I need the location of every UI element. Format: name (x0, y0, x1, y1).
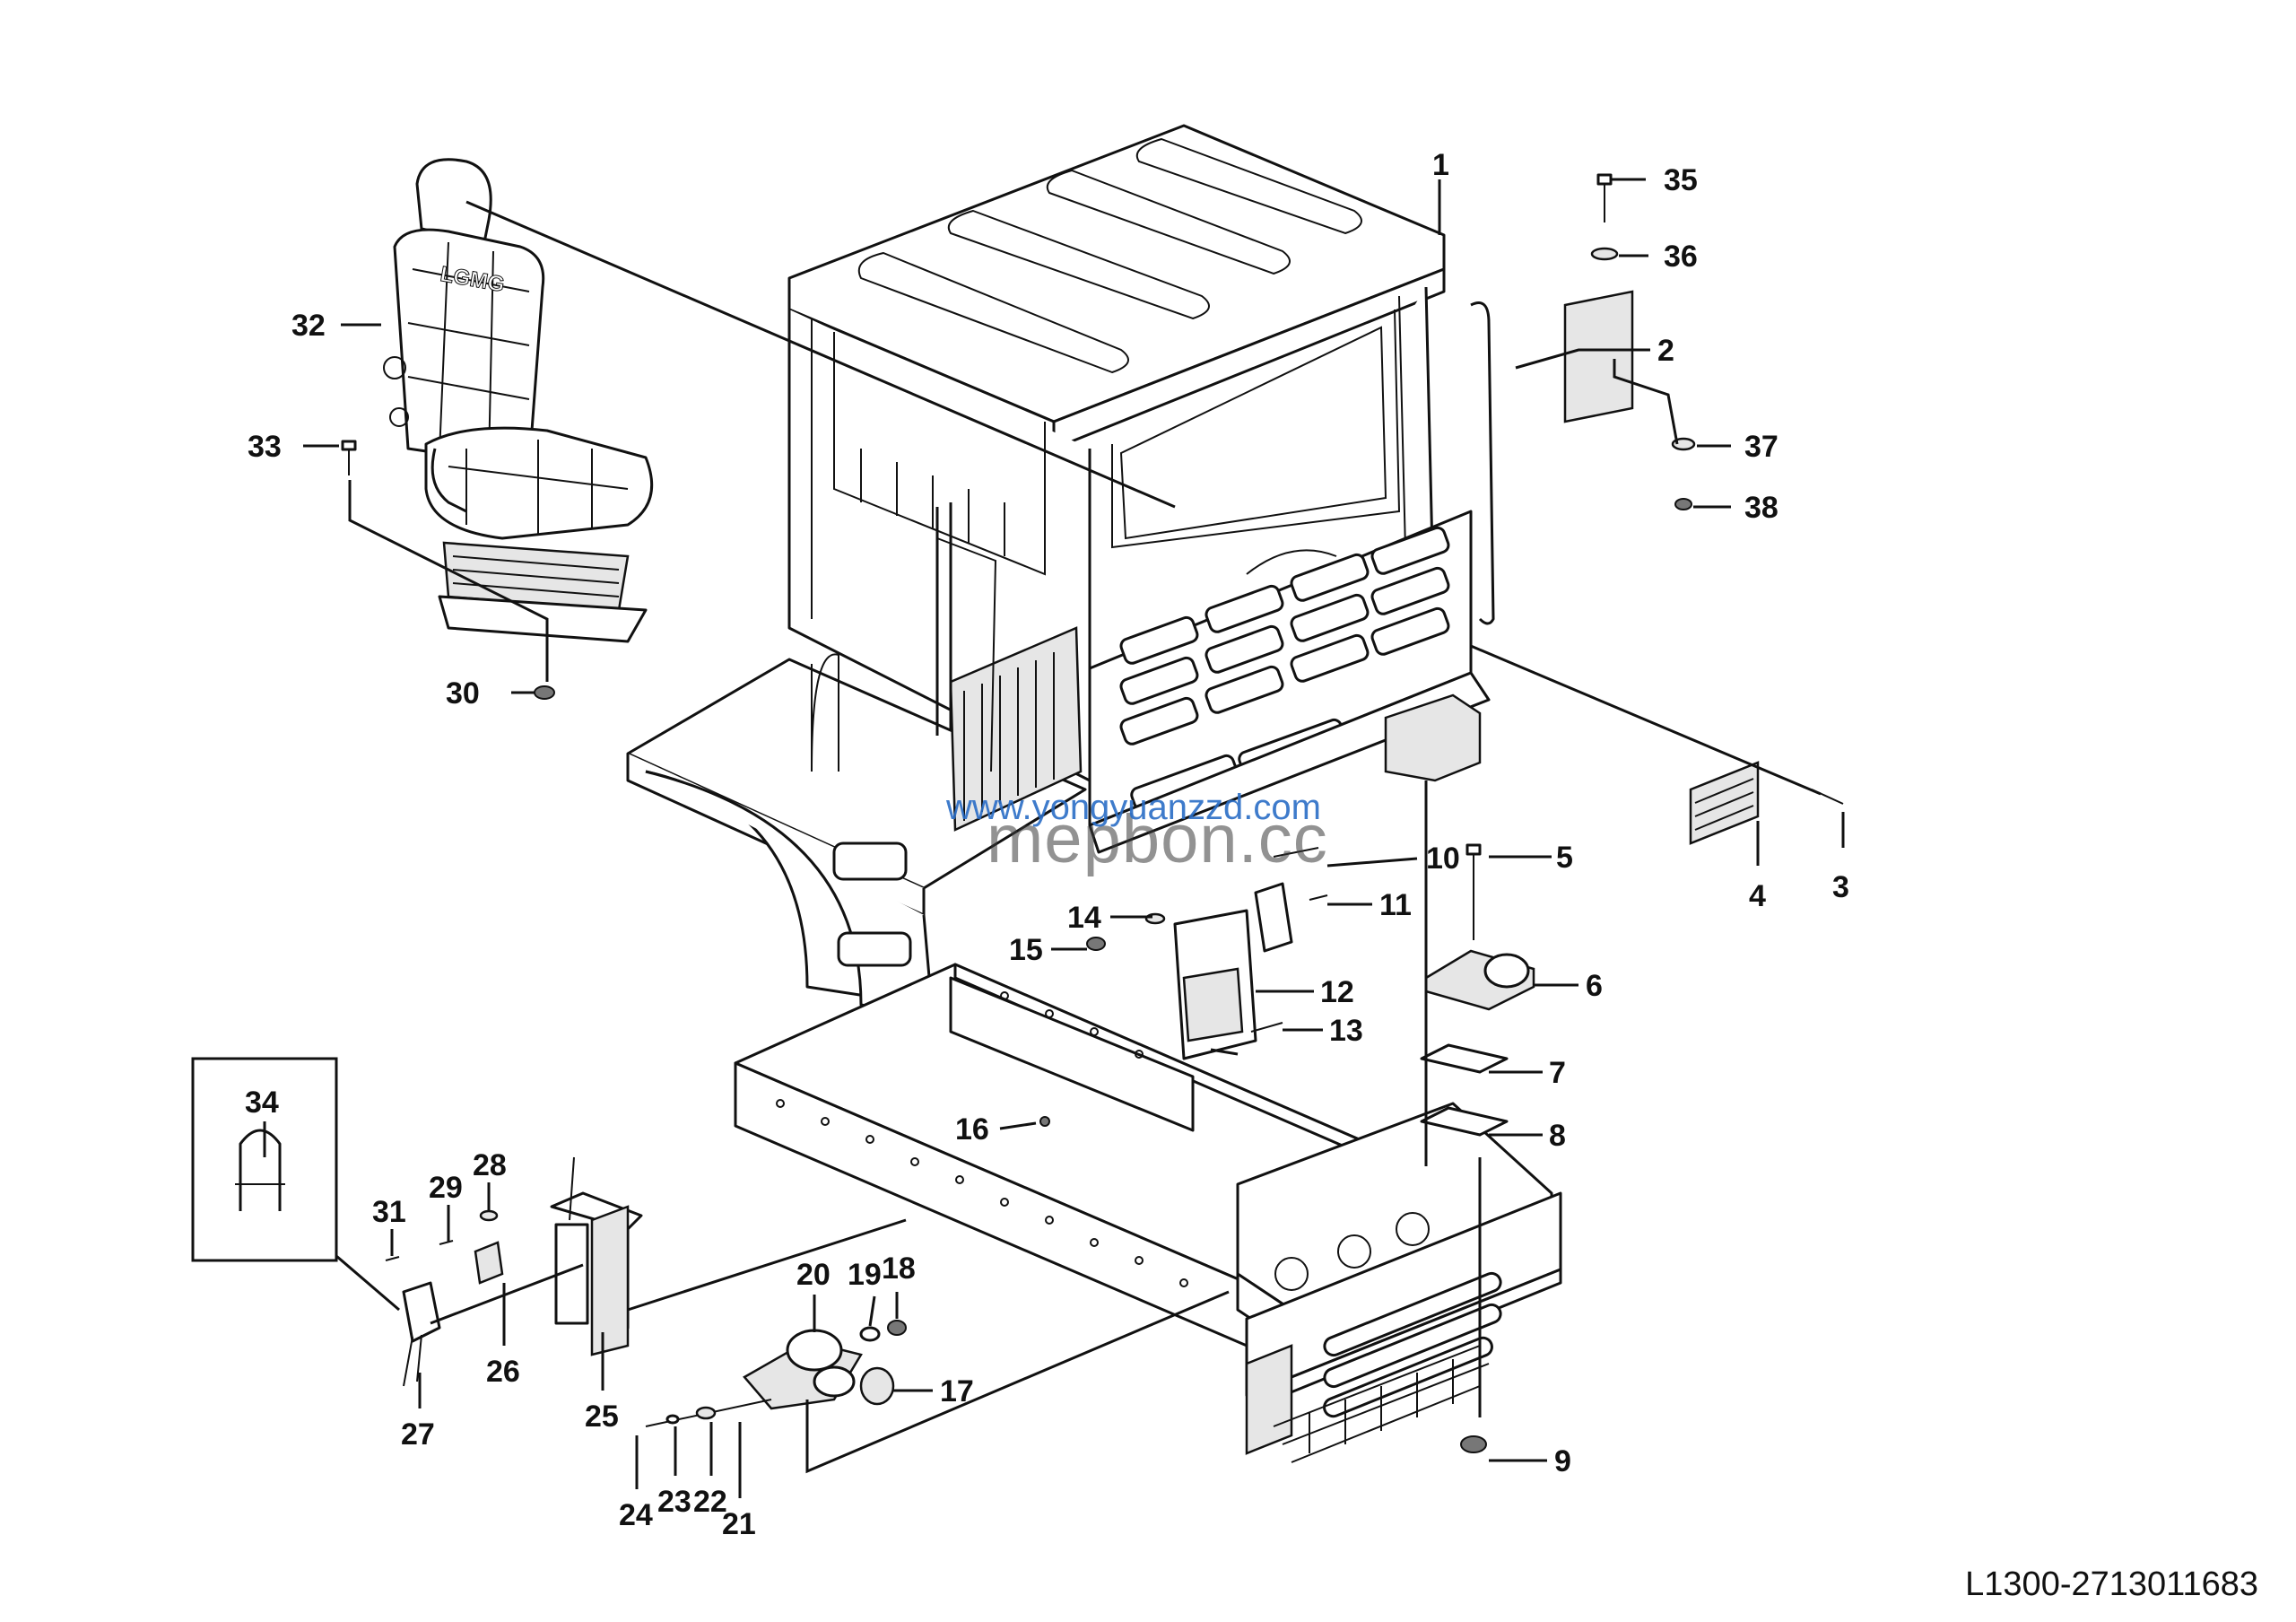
leader-lines (263, 178, 1845, 1498)
part-label-8: 8 (1549, 1119, 1566, 1153)
parts-10-15-hinge (1086, 847, 1328, 1060)
part-label-19: 19 (848, 1258, 882, 1292)
parts-17-24-hinge (645, 1320, 907, 1427)
part-label-17: 17 (940, 1374, 974, 1408)
part-label-6: 6 (1586, 969, 1603, 1003)
drawing-code: L1300-2713011683 (1965, 1565, 2258, 1603)
part-label-14: 14 (1067, 901, 1101, 935)
part-label-18: 18 (882, 1251, 916, 1286)
part-label-23: 23 (657, 1485, 691, 1519)
part-16-pin (1039, 1116, 1050, 1127)
part-label-37: 37 (1744, 430, 1779, 464)
part-label-9: 9 (1554, 1444, 1571, 1478)
operator-seat: LGMG (383, 158, 654, 643)
part-label-5: 5 (1556, 841, 1573, 875)
part-label-7: 7 (1549, 1056, 1566, 1090)
part-label-27: 27 (401, 1417, 435, 1452)
part-label-38: 38 (1744, 491, 1779, 525)
part-label-25: 25 (585, 1400, 619, 1434)
part-30-nut (534, 685, 555, 700)
part-label-2: 2 (1657, 334, 1674, 368)
part-label-36: 36 (1664, 240, 1698, 274)
part-34-inset (191, 1057, 338, 1262)
part-label-29: 29 (429, 1171, 463, 1205)
part-label-4: 4 (1749, 879, 1766, 913)
part-label-21: 21 (722, 1507, 756, 1541)
part-label-16: 16 (955, 1112, 989, 1147)
part-2-plate (1563, 290, 1634, 423)
part-label-24: 24 (619, 1498, 653, 1532)
part-label-31: 31 (372, 1195, 406, 1229)
part-label-1: 1 (1432, 148, 1449, 182)
part-label-28: 28 (473, 1148, 507, 1182)
part-label-32: 32 (291, 309, 326, 343)
part-label-10: 10 (1426, 842, 1460, 876)
part-label-26: 26 (486, 1355, 520, 1389)
fasteners-35-38 (1590, 173, 1696, 510)
part-label-30: 30 (446, 676, 480, 711)
part-label-12: 12 (1320, 975, 1354, 1009)
watermark-overlay: mepbon.cc (987, 801, 1328, 877)
parts-25-31 (385, 1156, 643, 1387)
part-33-bolt (341, 440, 357, 475)
part-labels: 1 2 3 4 5 6 7 8 9 10 11 12 13 14 15 16 1… (245, 148, 1849, 1541)
part-label-15: 15 (1009, 933, 1043, 967)
cab-assembly (626, 124, 1495, 1020)
watermark-url: www.yongyuanzzd.com (946, 788, 1321, 827)
part-label-34: 34 (245, 1086, 279, 1120)
parts-3-4 (1689, 761, 1844, 845)
part-label-20: 20 (796, 1258, 831, 1292)
part-label-22: 22 (693, 1485, 727, 1519)
part-label-13: 13 (1329, 1014, 1363, 1048)
part-label-35: 35 (1664, 163, 1698, 197)
parts-5-9 (1420, 843, 1535, 1453)
main-frame (734, 963, 1562, 1463)
part-label-33: 33 (248, 430, 282, 464)
part-label-3: 3 (1832, 870, 1849, 904)
frame-holes (776, 991, 1188, 1287)
part-label-11: 11 (1379, 888, 1412, 922)
